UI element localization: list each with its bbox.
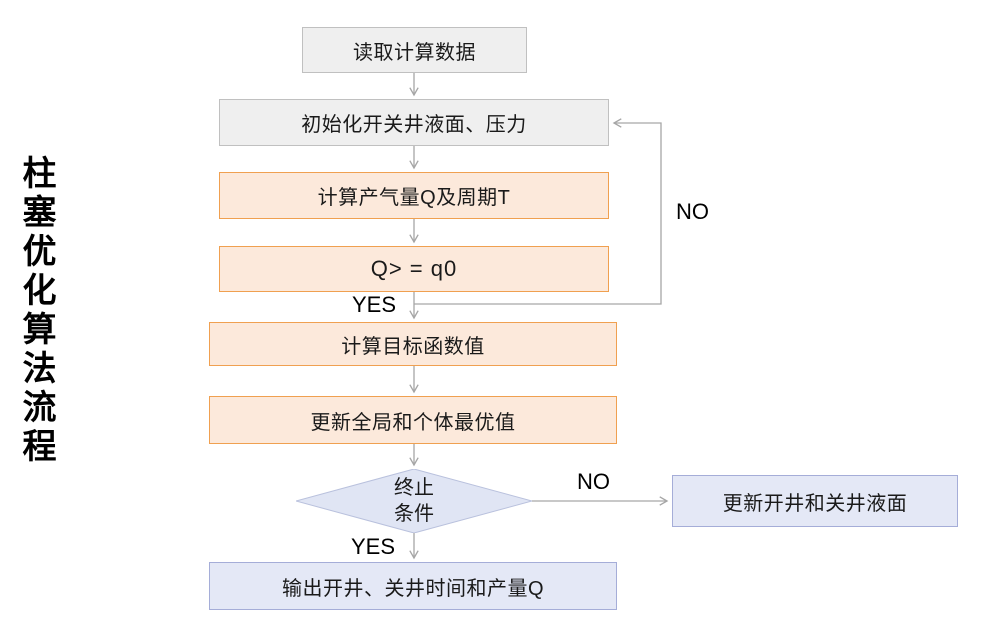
edge-label-no-feedback: NO xyxy=(676,199,709,224)
edge-cond-no-feedback xyxy=(414,118,662,305)
edge-label-yes-condition: YES xyxy=(352,292,397,317)
node-output: 输出开井、关井时间和产量Q xyxy=(209,562,617,610)
node-update-best: 更新全局和个体最优值 xyxy=(209,396,617,444)
edge-label-no-terminate: NO xyxy=(577,469,610,494)
diamond-shape xyxy=(296,469,532,533)
edge-label-yes-terminate: YES xyxy=(351,534,396,559)
node-initialize: 初始化开关井液面、压力 xyxy=(219,99,609,146)
node-condition-q: Q> = q0 xyxy=(219,246,609,292)
terminate-decision-label: 终止 条件 xyxy=(394,477,434,525)
node-update-levels: 更新开井和关井液面 xyxy=(672,475,958,527)
node-read-data: 读取计算数据 xyxy=(302,27,527,73)
diagram-title: 柱塞优化算法流程 xyxy=(17,155,55,467)
node-compute-q: 计算产气量Q及周期T xyxy=(219,172,609,219)
node-terminate-decision: 终止 条件 xyxy=(296,469,532,533)
node-objective: 计算目标函数值 xyxy=(209,322,617,366)
